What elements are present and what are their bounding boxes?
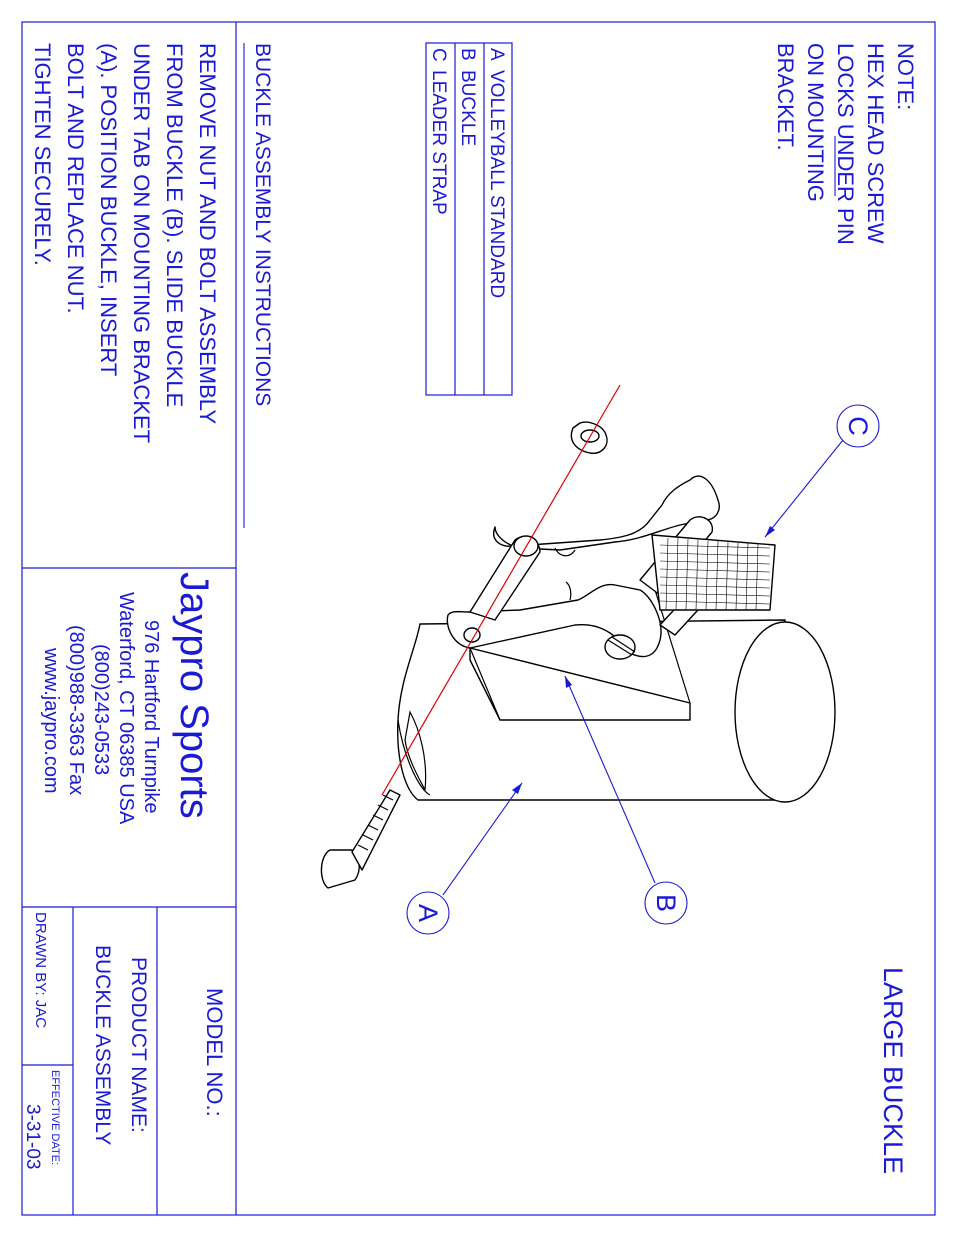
note-block: NOTE: HEX HEAD SCREW LOCKS UNDER PIN ON … — [773, 43, 918, 245]
sheet-border — [21, 21, 936, 1216]
company-address: 976 Hartford Turnpike — [140, 620, 162, 813]
parts-legend: A VOLLEYBALL STANDARD B BUCKLE C LEADER … — [425, 42, 513, 396]
model-label: MODEL NO.: — [202, 988, 227, 1117]
legend-letter: B — [457, 48, 478, 61]
instructions-line: UNDER TAB ON MOUNTING BRACKET — [129, 43, 154, 443]
callout-b-letter: B — [651, 894, 681, 912]
note-line: HEX HEAD SCREW — [863, 43, 888, 244]
company-fax: (800)988-3363 Fax — [65, 625, 87, 795]
legend-label: BUCKLE — [457, 70, 478, 146]
company-phone: (800)243-0533 — [90, 644, 112, 775]
instructions-line: FROM BUCKLE (B). SLIDE BUCKLE — [162, 43, 187, 407]
product-label: PRODUCT NAME: — [127, 957, 150, 1133]
callout-a-letter: A — [413, 904, 443, 922]
legend-letter: C — [428, 48, 449, 62]
instructions-line: REMOVE NUT AND BOLT ASSEMBLY — [195, 43, 220, 424]
callout-a: A — [406, 782, 523, 935]
company-block: Jaypro Sports 976 Hartford Turnpike Wate… — [40, 572, 216, 825]
legend-label: LEADER STRAP — [428, 70, 449, 215]
company-name: Jaypro Sports — [172, 572, 216, 819]
instructions-block: BUCKLE ASSEMBLY INSTRUCTIONS REMOVE NUT … — [30, 43, 274, 528]
callout-c-letter: C — [843, 416, 873, 436]
title-block: MODEL NO.: PRODUCT NAME: BUCKLE ASSEMBLY… — [22, 912, 227, 1170]
buckle-side-plate-front — [446, 583, 662, 660]
legend-letter: A — [486, 48, 507, 61]
buckle-side-plate-rear — [493, 475, 720, 601]
drawing-title: LARGE BUCKLE — [878, 967, 908, 1174]
bolt-assembly — [320, 421, 608, 889]
instructions-line: (A). POSITION BUCKLE, INSERT — [96, 43, 121, 376]
leader-strap — [651, 534, 776, 611]
note-line: ON MOUNTING — [803, 43, 828, 202]
legend-label: VOLLEYBALL STANDARD — [486, 70, 507, 298]
note-line: LOCKS UNDER PIN — [833, 43, 858, 245]
note-line: BRACKET. — [773, 43, 798, 151]
instructions-heading: BUCKLE ASSEMBLY INSTRUCTIONS — [251, 43, 274, 406]
instructions-line: TIGHTEN SECURELY. — [30, 43, 55, 266]
company-city: Waterford, CT 06385 USA — [115, 592, 137, 825]
company-web: www.jaypro.com — [40, 647, 62, 794]
effective-date: 3-31-03 — [22, 1104, 43, 1170]
note-heading: NOTE: — [893, 43, 918, 110]
drawn-by: DRAWN BY: JAC — [32, 912, 49, 1028]
effective-label: EFFECTIVE DATE: — [49, 1070, 61, 1165]
product-name: BUCKLE ASSEMBLY — [91, 945, 114, 1145]
instructions-line: BOLT AND REPLACE NUT. — [63, 43, 88, 314]
buckle-illustration: A B C — [320, 384, 880, 935]
bolt-axis-line — [381, 384, 621, 796]
callout-c: C — [764, 404, 880, 538]
callout-b: B — [564, 675, 688, 925]
